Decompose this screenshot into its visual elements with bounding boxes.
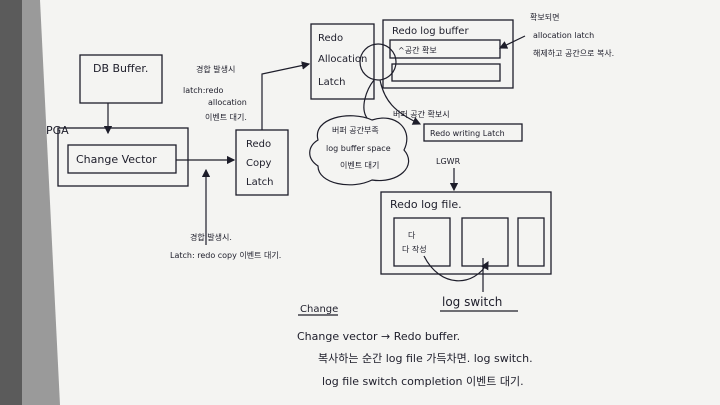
log-file-segment-1 [393,217,451,267]
note-top-left-line-1: 경합 발생시 [196,64,235,74]
redo-log-file-label: Redo log file. [390,198,462,211]
redo-log-file-box [380,191,552,275]
redo-writing-latch-label: Redo writing Latch [430,129,505,138]
allocation-circle [359,43,397,81]
arrow-note-to-buffer [498,35,526,49]
redo-writing-latch-box [423,123,523,142]
redo-copy-latch-line-2: Copy [246,158,271,169]
log-file-segment-3 [517,217,545,267]
note-top-left-line-2: latch:redo [183,86,224,95]
pga-box [57,127,189,187]
note-bottom-left-line-2: Latch: redo copy 이벤트 대기. [170,250,281,260]
note-top-right-line-2: allocation latch [533,31,594,40]
note-space-line-2: log buffer space [326,144,391,153]
note-top-right-line-3: 해제하고 공간으로 복사. [533,48,614,58]
note-top-left-line-3: allocation [208,98,247,107]
summary-line-1: Change vector → Redo buffer. [297,330,460,343]
note-top-right-line-1: 확보되면 [530,12,559,22]
redo-allocation-latch-box [310,23,375,100]
log-buffer-slot-1 [389,39,501,59]
allocation-latch-line-2: Allocation [318,54,367,65]
summary-line-2: 복사하는 순간 log file 가득차면. log switch. [318,351,533,365]
note-lgwr-text: 버퍼 공간 확보시 [393,109,450,119]
log-switch-label: log switch [442,295,502,309]
change-vector-label: Change Vector [76,153,157,166]
redo-log-buffer-box [382,19,514,89]
redo-log-buffer-label: Redo log buffer [392,26,469,37]
note-bottom-left-line-1: 경합 발생시. [190,232,232,242]
allocation-latch-line-1: Redo [318,33,343,44]
space-wait-cloud [309,115,410,186]
lgwr-label: LGWR [436,157,461,166]
note-space-line-3: 이벤트 대기 [340,160,379,170]
arrow-copy-latch-to-allocation-latch [261,61,311,130]
arrow-buffer-to-writing-latch [379,79,422,125]
allocation-latch-line-3: Latch [318,77,345,88]
log-buffer-slot-text: ^공간 확보 [398,45,437,55]
log-file-segment-text: 다 작성 [402,244,427,254]
log-buffer-slot-2 [391,63,501,82]
note-space-line-1: 버퍼 공간부족 [332,125,379,135]
redo-copy-latch-line-1: Redo [246,139,271,150]
paper-sheet [40,0,720,405]
cloud-connector [363,79,375,119]
summary-line-3: log file switch completion 이벤트 대기. [322,375,524,388]
change-vector-box [67,144,177,174]
db-buffer-label: DB Buffer. [93,62,148,75]
summary-heading: Change [300,304,338,315]
note-top-left-line-4: 이벤트 대기. [205,112,247,122]
pga-label: PGA [46,124,69,137]
db-buffer-box [79,54,163,104]
redo-copy-latch-line-3: Latch [246,177,273,188]
log-file-segment-text-1: 다 [408,231,416,240]
